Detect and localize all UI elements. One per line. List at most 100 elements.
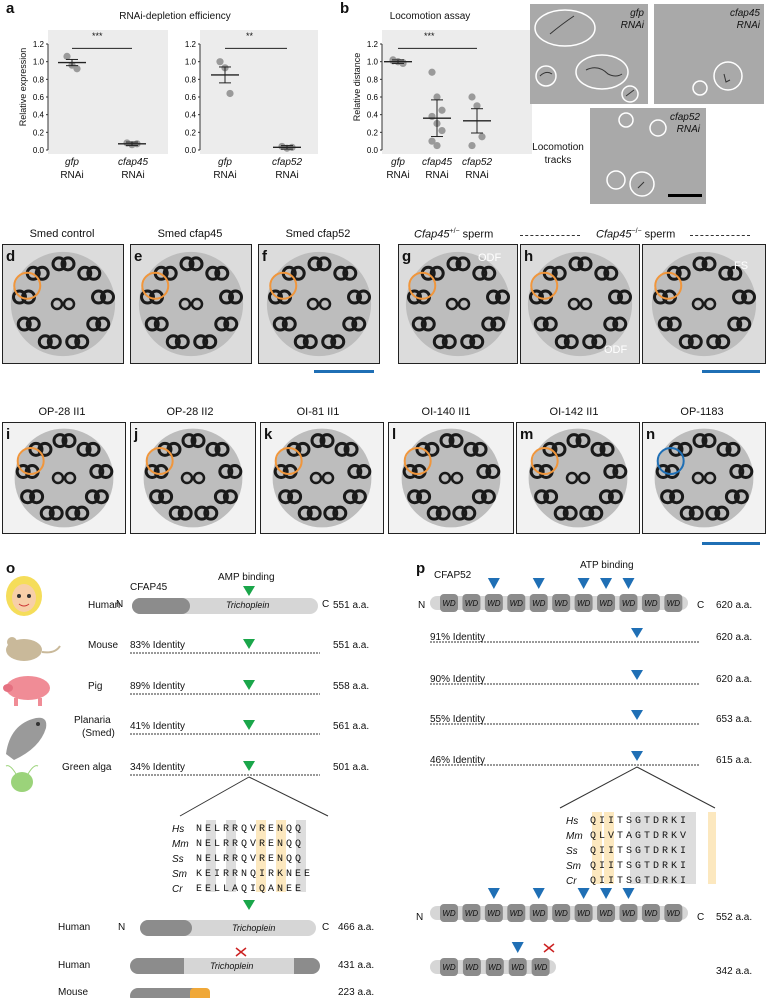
doublet-a xyxy=(16,316,32,332)
doublet-a xyxy=(342,316,358,332)
em-title-i: OP-28 II1 xyxy=(38,406,86,418)
highlight-circle xyxy=(16,447,45,476)
doublet-a xyxy=(37,334,53,350)
axoneme-drawing xyxy=(527,251,633,357)
p-var1-n: N xyxy=(416,912,424,923)
y-tick-label: 0.4 xyxy=(185,111,197,120)
atp-arrow xyxy=(532,888,545,899)
wd-label: WD xyxy=(510,599,524,608)
wd-domain xyxy=(440,904,458,922)
variant-3-length: 223 a.a. xyxy=(338,987,375,998)
align-seq: NELRRQVRENQQ xyxy=(196,854,305,865)
central-pair xyxy=(703,471,717,485)
atp-arrow xyxy=(511,942,524,953)
doublet-b xyxy=(669,489,685,505)
wd-domain xyxy=(531,958,550,976)
doublet-a xyxy=(157,441,173,457)
p-length-1: 620 a.a. xyxy=(716,600,753,611)
scale-bar-row1-right xyxy=(702,370,760,373)
doublet-a xyxy=(446,256,462,272)
align-species: Cr xyxy=(172,884,183,895)
data-point xyxy=(63,52,71,60)
doublet-b xyxy=(306,505,322,521)
data-point xyxy=(438,126,446,135)
locomotion-cfap45-rnai: RNAi xyxy=(736,20,760,31)
doublet-a xyxy=(533,316,549,332)
doublet-a xyxy=(65,505,81,521)
doublet-b xyxy=(677,441,693,457)
doublet-a xyxy=(476,464,492,480)
doublet-b xyxy=(228,289,244,305)
variant-1-c: C xyxy=(322,922,330,933)
doublet-a xyxy=(460,334,476,350)
doublet-b xyxy=(666,316,682,332)
doublet-b xyxy=(162,265,178,281)
align-species: Cr xyxy=(566,876,577,887)
doublet-a xyxy=(205,265,221,281)
doublet-a xyxy=(347,464,363,480)
doublet-b xyxy=(542,316,558,332)
doublet-b xyxy=(190,433,206,449)
em-image-f xyxy=(258,244,380,364)
doublet-b xyxy=(29,489,45,505)
align-species: Mm xyxy=(566,831,583,842)
wd-label: WD xyxy=(622,909,636,918)
locomotion-tracks-label-1: Locomotion xyxy=(532,142,584,153)
em-title-f: Smed cfap52 xyxy=(285,228,351,240)
mouse-icon xyxy=(6,637,61,661)
identity-mouse: 83% Identity xyxy=(130,640,186,651)
atp-binding-label: ATP binding xyxy=(580,560,634,571)
doublet-a xyxy=(481,316,497,332)
doublet-a xyxy=(727,316,743,332)
wd-domain xyxy=(641,594,660,612)
panel-b-cat: gfp xyxy=(391,157,405,168)
doublet-b xyxy=(736,316,752,332)
p-var1-c: C xyxy=(697,912,705,923)
data-point xyxy=(473,102,481,110)
y-tick-label: 0.8 xyxy=(185,75,197,84)
wd-domain xyxy=(597,594,616,612)
doublet-b xyxy=(435,505,451,521)
axoneme-drawing xyxy=(401,428,501,528)
align-species: Sm xyxy=(566,861,581,872)
p-var1-length: 552 a.a. xyxy=(716,912,753,923)
axoneme-drawing xyxy=(14,428,114,528)
p-length-2: 620 a.a. xyxy=(716,632,753,643)
align-seq: QIITSGTDRKI xyxy=(590,846,690,857)
cfap45-n: N xyxy=(116,599,124,610)
planaria-icon xyxy=(6,717,47,760)
align-species: Sm xyxy=(172,869,187,880)
central-pair xyxy=(577,471,591,485)
em-image-j xyxy=(130,422,256,534)
scale-bar-row2 xyxy=(702,542,760,545)
wd-label: WD xyxy=(465,909,479,918)
panel-a-cat-rnai-2: RNAi xyxy=(121,170,145,181)
variant-3-name: Mouse xyxy=(58,987,89,998)
em-title-e: Smed cfap45 xyxy=(157,228,223,240)
axoneme-drawing xyxy=(651,251,757,357)
doublet-b xyxy=(485,464,501,480)
panel-a-left-bg xyxy=(48,30,168,154)
panel-b-bg xyxy=(382,30,532,154)
length-mouse: 551 a.a. xyxy=(333,640,370,651)
length-planaria: 561 a.a. xyxy=(333,721,370,732)
variant-1-domain: Trichoplein xyxy=(232,923,276,933)
doublet-b xyxy=(281,316,297,332)
wd-label: WD xyxy=(555,909,569,918)
doublet-a xyxy=(293,334,309,350)
doublet-b xyxy=(603,265,619,281)
variant-1-n: N xyxy=(118,922,126,933)
panel-a-cat-gfp-1: gfp xyxy=(52,157,92,168)
species-pig: Pig xyxy=(88,681,103,692)
doublet-b xyxy=(687,334,703,350)
doublet-a xyxy=(321,334,337,350)
atp-arrow xyxy=(487,888,500,899)
het-sup: +/− xyxy=(449,228,460,235)
doublet-a xyxy=(144,464,160,480)
panel-a-right-bg xyxy=(200,30,318,154)
panel-label-k: k xyxy=(264,426,273,443)
wd-domain xyxy=(574,594,593,612)
wd-label: WD xyxy=(644,909,658,918)
length-human: 551 a.a. xyxy=(333,600,370,611)
doublet-a xyxy=(28,441,44,457)
